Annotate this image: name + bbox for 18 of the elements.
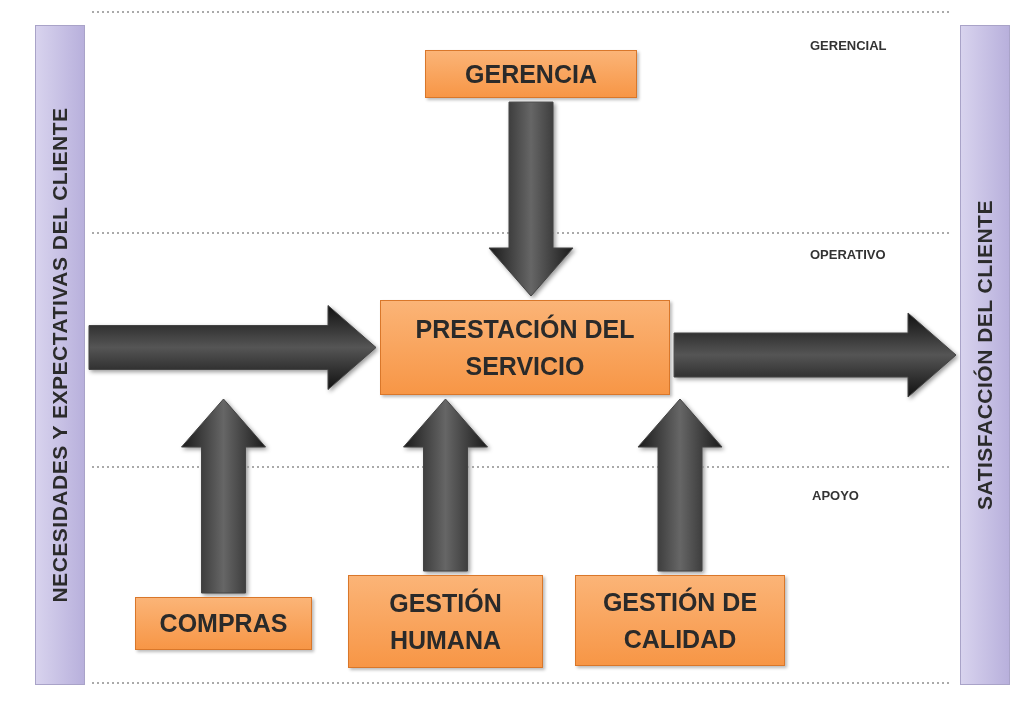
block-arrow bbox=[181, 398, 266, 594]
level-label: OPERATIVO bbox=[810, 247, 886, 262]
process-box: PRESTACIÓN DEL SERVICIO bbox=[380, 300, 670, 395]
process-box: GESTIÓN HUMANA bbox=[348, 575, 543, 668]
band-title: SATISFACCIÓN DEL CLIENTE bbox=[973, 200, 997, 510]
block-arrow bbox=[673, 312, 957, 398]
process-box: GERENCIA bbox=[425, 50, 637, 98]
block-arrow bbox=[403, 398, 488, 572]
side-band bbox=[35, 25, 85, 685]
level-label: GERENCIAL bbox=[810, 38, 887, 53]
side-band bbox=[960, 25, 1010, 685]
process-box: COMPRAS bbox=[135, 597, 312, 650]
block-arrow bbox=[488, 101, 574, 297]
process-box: GESTIÓN DE CALIDAD bbox=[575, 575, 785, 666]
block-arrow bbox=[637, 398, 723, 572]
level-label: APOYO bbox=[812, 488, 859, 503]
block-arrow bbox=[88, 305, 377, 390]
band-title: NECESIDADES Y EXPECTATIVAS DEL CLIENTE bbox=[48, 107, 72, 603]
